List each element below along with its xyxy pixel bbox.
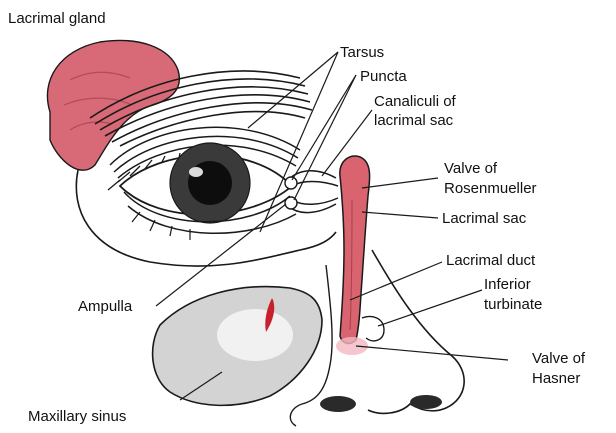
valve-of-hasner-area [336,337,368,355]
label-valve-hasner-line1: Valve of [532,350,585,367]
label-valve-hasner-line2: Hasner [532,370,580,387]
label-lacrimal-sac: Lacrimal sac [442,210,526,227]
label-canaliculi-line1: Canaliculi of [374,93,456,110]
lacrimal-sac-and-duct [340,156,370,343]
inferior-turbinate-shape [362,317,384,341]
label-canaliculi-line2: lacrimal sac [374,112,453,129]
punctum-upper [285,177,297,189]
label-inferior-turbinate-line1: Inferior [484,276,531,293]
label-puncta: Puncta [360,68,407,85]
label-tarsus: Tarsus [340,44,384,61]
label-inferior-turbinate-line2: turbinate [484,296,542,313]
nostril-left [320,396,356,412]
eye-highlight [189,167,203,177]
maxillary-sinus-highlight [217,309,293,361]
label-ampulla: Ampulla [78,298,132,315]
lacrimal-gland-shape [47,40,179,170]
label-valve-rosenmueller-line2: Rosenmueller [444,180,537,197]
label-lacrimal-duct: Lacrimal duct [446,252,535,269]
label-lacrimal-gland: Lacrimal gland [8,10,106,27]
lower-eyelashes [132,212,190,240]
nostril-right [410,395,442,409]
label-maxillary-sinus: Maxillary sinus [28,408,126,425]
label-valve-rosenmueller-line1: Valve of [444,160,497,177]
